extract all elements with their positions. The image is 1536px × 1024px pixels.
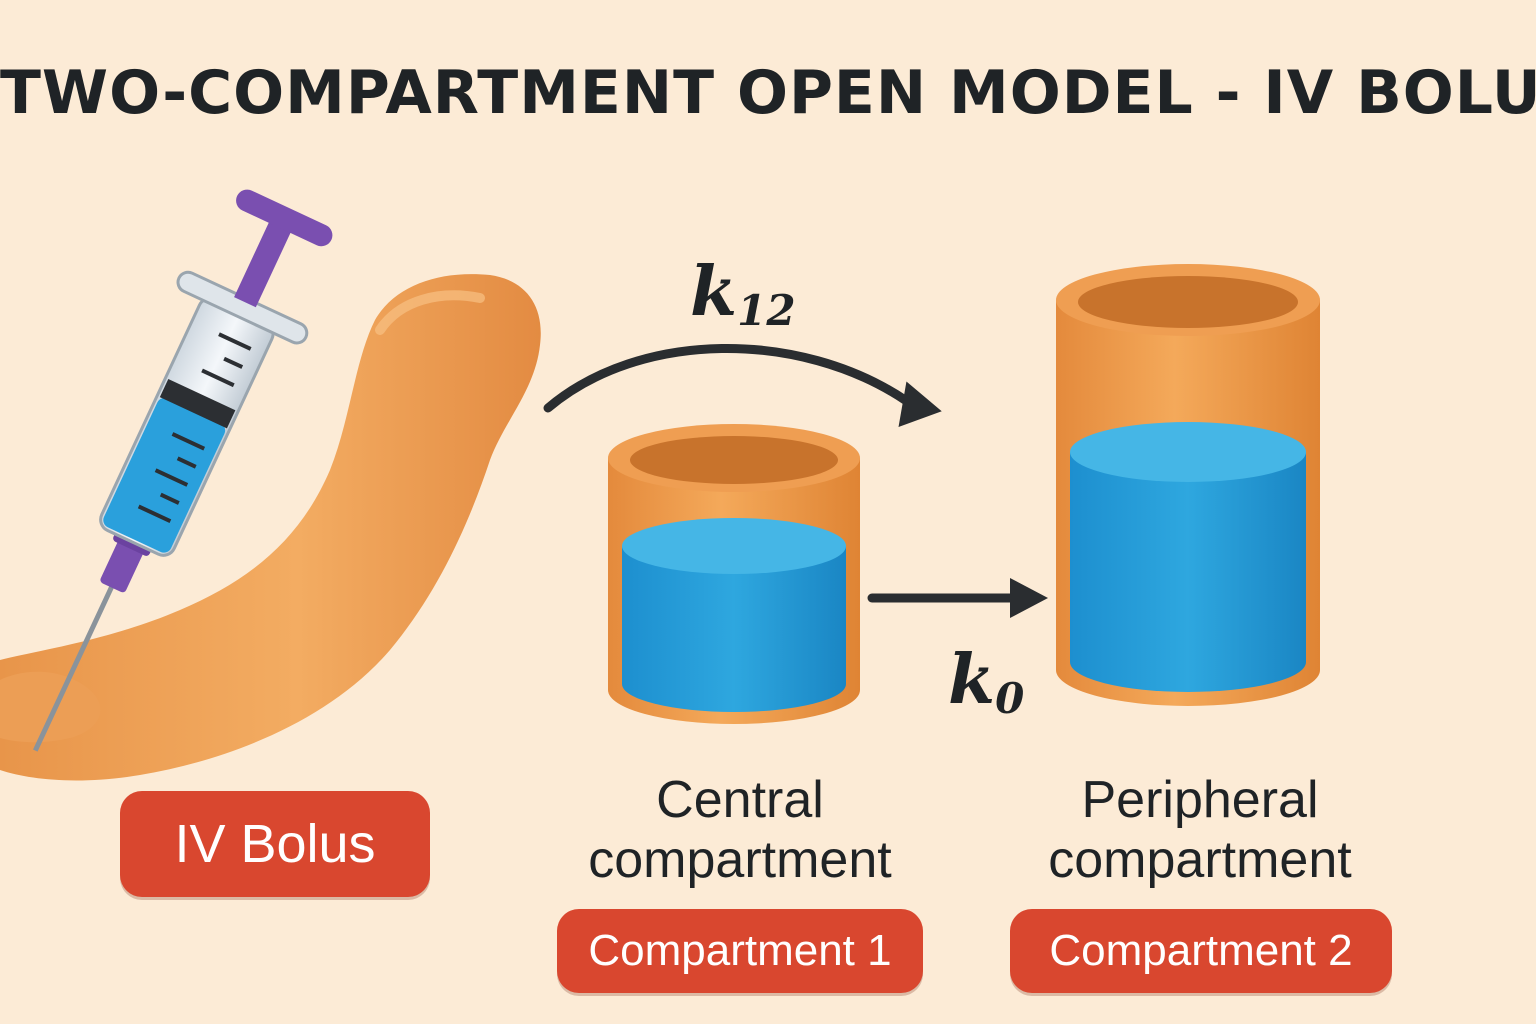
arrow-icon bbox=[867, 578, 1048, 618]
rate-constant-k12: k12 bbox=[690, 252, 796, 335]
central-compartment-container bbox=[608, 424, 860, 724]
peripheral-compartment-name: Peripheral compartment bbox=[1010, 770, 1390, 890]
iv-bolus-badge: IV Bolus bbox=[120, 791, 430, 897]
k12-symbol: k bbox=[690, 252, 738, 332]
rate-constant-k0: k0 bbox=[948, 640, 1024, 723]
compartment-1-badge: Compartment 1 bbox=[557, 909, 923, 993]
compartment-2-badge: Compartment 2 bbox=[1010, 909, 1392, 993]
central-name-line1: Central bbox=[656, 771, 824, 829]
central-compartment-name: Central compartment bbox=[560, 770, 920, 890]
syringe-icon bbox=[33, 189, 333, 752]
k0-symbol: k bbox=[948, 640, 996, 720]
k0-subscript: 0 bbox=[995, 674, 1025, 723]
peripheral-name-line1: Peripheral bbox=[1081, 771, 1319, 829]
central-name-line2: compartment bbox=[588, 831, 892, 889]
k12-subscript: 12 bbox=[737, 286, 796, 335]
peripheral-compartment-container bbox=[1056, 264, 1320, 706]
arrow-icon bbox=[543, 343, 942, 427]
arm-illustration bbox=[0, 274, 541, 781]
diagram-title: TWO-COMPARTMENT OPEN MODEL - IV BOLUS bbox=[0, 58, 1536, 128]
peripheral-name-line2: compartment bbox=[1048, 831, 1352, 889]
